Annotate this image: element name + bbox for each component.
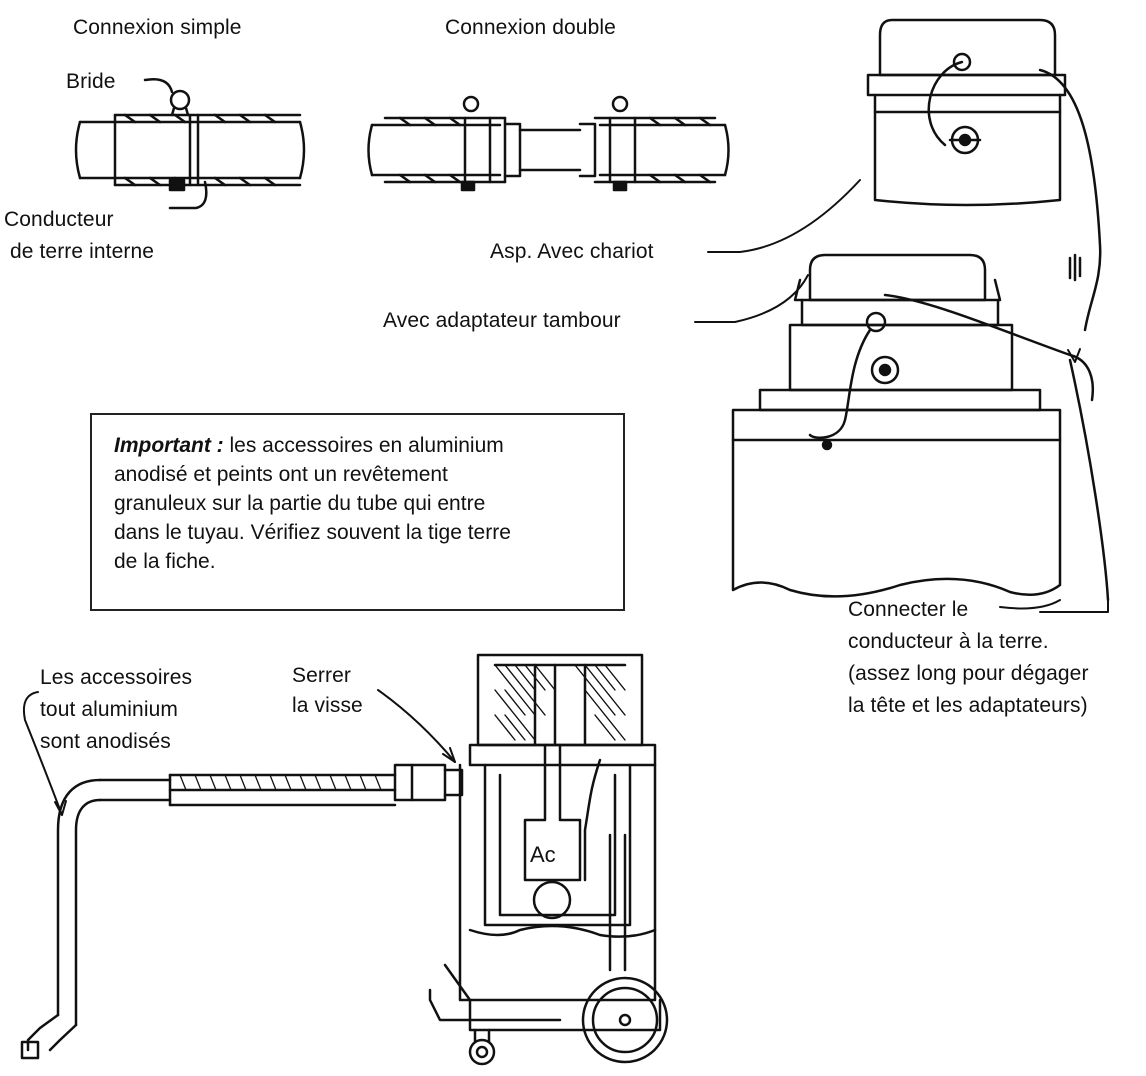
cutaway-vacuum: Ac <box>428 653 669 1066</box>
label-serrer-2: la visse <box>292 694 363 717</box>
note-line-2: anodisé et peints ont un revêtement <box>114 463 448 486</box>
svg-text:Ac: Ac <box>530 842 556 867</box>
bottom-leader-lines <box>22 689 456 816</box>
clamp-screw-icon <box>462 95 480 113</box>
note-line-1-text: les accessoires en aluminium <box>223 434 504 457</box>
vacuum-with-cart <box>866 18 1102 332</box>
note-line-4: dans le tuyau. Vérifiez souvent la tige … <box>114 521 511 544</box>
note-line-1: Important : les accessoires en aluminium <box>114 431 623 460</box>
label-connexion-simple: Connexion simple <box>73 16 242 39</box>
leader-lines <box>694 179 1109 613</box>
label-accessoires-3: sont anodisés <box>40 730 171 753</box>
label-conducteur-2: de terre interne <box>10 240 155 263</box>
wheel-icon <box>581 976 669 1064</box>
label-bride: Bride <box>66 70 116 93</box>
clamp-screw-icon <box>611 95 629 113</box>
label-accessoires-1: Les accessoires <box>40 666 193 689</box>
label-adaptateur-tambour: Avec adaptateur tambour <box>383 309 621 332</box>
important-note-box: Important : les accessoires en aluminium… <box>90 413 625 611</box>
label-connecter-3: (assez long pour dégager <box>848 662 1089 685</box>
label-connecter-1: Connecter le <box>848 598 969 621</box>
simple-connection-pipe <box>74 78 306 210</box>
note-line-3: granuleux sur la partie du tube qui entr… <box>114 492 486 515</box>
clamp-screw-icon <box>169 89 191 111</box>
label-conducteur-1: Conducteur <box>4 208 114 231</box>
vacuum-with-drum-adapter <box>731 253 1110 602</box>
caster-icon <box>468 1038 496 1066</box>
label-asp-chariot: Asp. Avec chariot <box>490 240 654 263</box>
hose-and-tube <box>20 763 464 1060</box>
label-accessoires-2: tout aluminium <box>40 698 178 721</box>
label-connexion-double: Connexion double <box>445 16 616 39</box>
double-connection-pipe <box>367 95 730 192</box>
label-connecter-2: conducteur à la terre. <box>848 630 1049 653</box>
label-serrer-1: Serrer <box>292 664 351 687</box>
note-line-5: de la fiche. <box>114 550 216 573</box>
label-connecter-4: la tête et les adaptateurs) <box>848 694 1088 717</box>
note-important-label: Important : <box>114 434 224 457</box>
